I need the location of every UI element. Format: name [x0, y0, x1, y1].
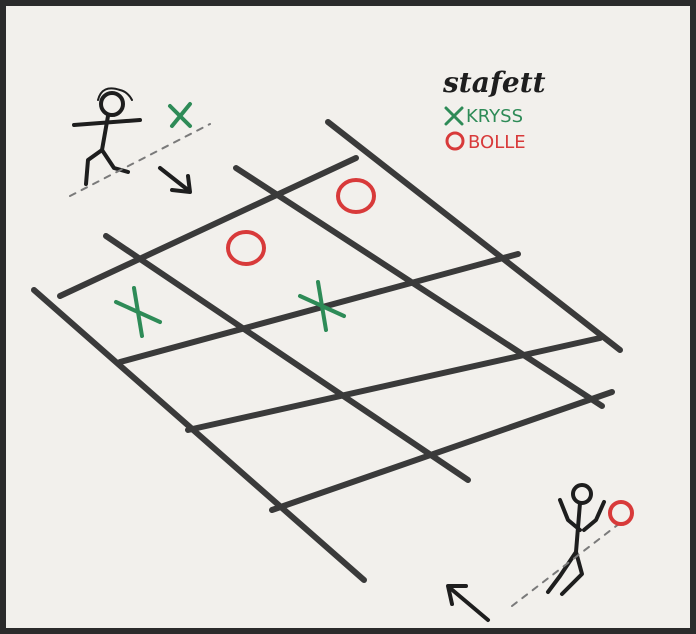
legend-title: stafett — [442, 66, 546, 99]
paper-sheet — [6, 6, 690, 628]
legend-label-bolle: BOLLE — [468, 132, 526, 153]
legend-label-kryss: KRYSS — [466, 106, 523, 127]
